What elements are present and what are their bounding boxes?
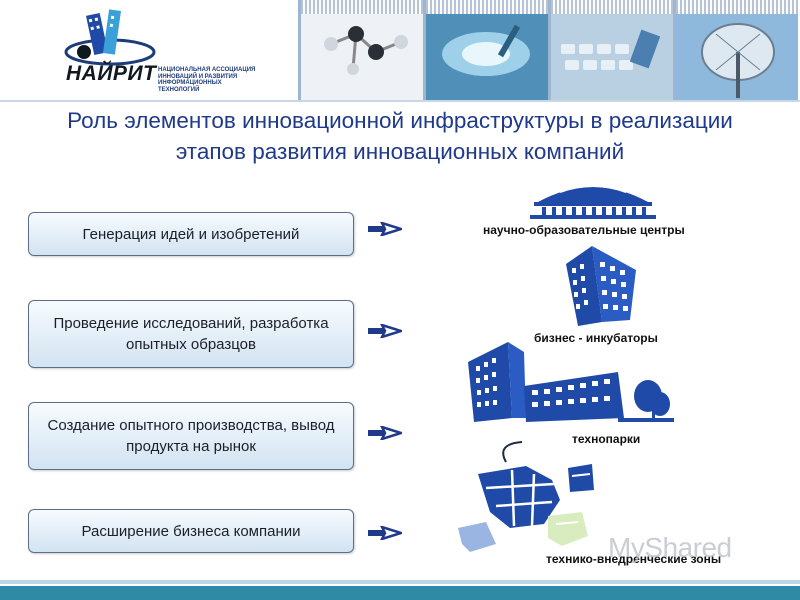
- lab-image: [423, 0, 548, 100]
- business-incubator-icon: [566, 246, 636, 326]
- arrow-right-icon: [368, 426, 402, 440]
- stage-box-production: Создание опытного производства, вывод пр…: [28, 402, 354, 470]
- research-center-icon: [530, 185, 656, 219]
- label-technoparks: технопарки: [572, 432, 641, 446]
- keyboard-image: [548, 0, 673, 100]
- economic-zone-map-icon: [458, 441, 594, 552]
- footer-divider: [0, 580, 800, 584]
- label-research-centers: научно-образовательные центры: [483, 223, 685, 237]
- slide-title: Роль элементов инновационной инфраструкт…: [67, 108, 733, 164]
- stage-box-expansion: Расширение бизнеса компании: [28, 509, 354, 553]
- stage-box-ideas: Генерация идей и изобретений: [28, 212, 354, 256]
- footer-bar: [0, 586, 800, 600]
- logo-wordmark: НАЙРИТ: [66, 62, 157, 85]
- label-business-incubators: бизнес - инкубаторы: [534, 331, 658, 345]
- stage-box-research: Проведение исследований, разработка опыт…: [28, 300, 354, 368]
- arrow-right-icon: [368, 222, 402, 236]
- technopark-icon: [468, 342, 674, 422]
- nairit-logo: [62, 8, 262, 98]
- header: НАЙРИТ НАЦИОНАЛЬНАЯ АССОЦИАЦИЯ ИННОВАЦИЙ…: [0, 0, 800, 100]
- arrow-right-icon: [368, 324, 402, 338]
- arrow-right-icon: [368, 526, 402, 540]
- satellite-dish-image: [673, 0, 798, 100]
- watermark: MyShared: [608, 532, 732, 563]
- logo-caption: НАЦИОНАЛЬНАЯ АССОЦИАЦИЯ ИННОВАЦИЙ И РАЗВ…: [158, 67, 256, 93]
- molecule-image: [298, 0, 423, 100]
- label-special-economic-zones: технико-внедренческие зоны: [546, 552, 722, 566]
- header-divider: [0, 100, 800, 102]
